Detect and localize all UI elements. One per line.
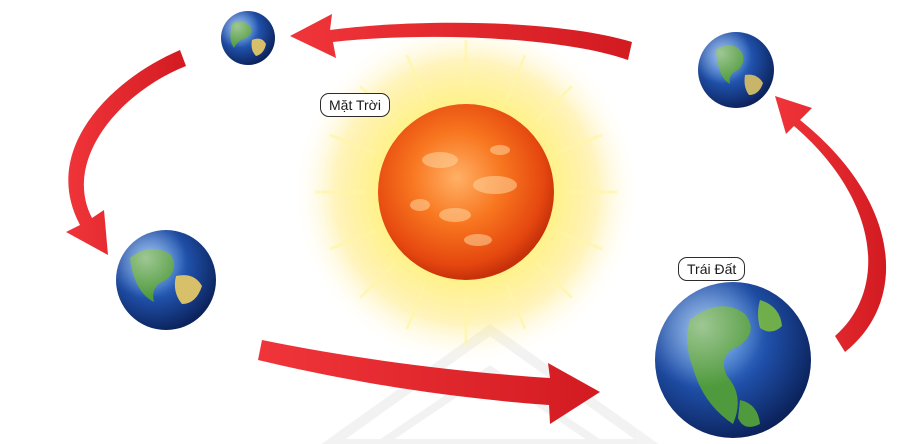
- sun-label: Mặt Trời: [320, 93, 390, 117]
- earth-top-right: [698, 32, 774, 108]
- orbit-arrow-top: [290, 14, 632, 60]
- sun-icon: [291, 17, 641, 367]
- orbit-arrows: [66, 14, 887, 424]
- earth-icon: [116, 11, 811, 438]
- earth-label: Trái Đất: [678, 257, 746, 281]
- earth-top-left: [221, 11, 275, 65]
- orbit-arrow-right: [775, 96, 887, 352]
- orbit-arrow-left: [66, 50, 186, 255]
- orbit-arrow-bottom: [258, 340, 600, 424]
- earth-large: [655, 282, 811, 438]
- earth-left: [116, 230, 216, 330]
